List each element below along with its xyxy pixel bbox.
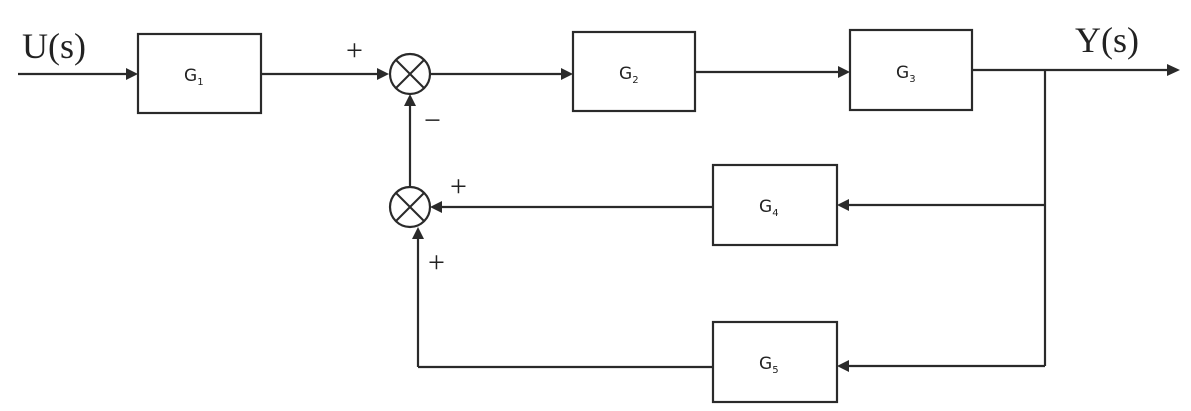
- sum2-plus-sign-right: +: [450, 170, 467, 203]
- block-g3: G3: [848, 28, 974, 112]
- block-g3-label: G3: [896, 63, 916, 85]
- summing-junction-1: [388, 52, 432, 96]
- input-label: U(s): [22, 26, 86, 66]
- summing-junction-2: [388, 185, 432, 229]
- sum1-to-g2-arrow: [561, 68, 573, 80]
- block-g5: G5: [711, 320, 839, 404]
- output-label: Y(s): [1075, 20, 1139, 60]
- sum1-plus-sign: +: [346, 34, 363, 67]
- block-g2-label: G2: [619, 64, 639, 86]
- sum2-to-sum1-arrow: [404, 94, 416, 106]
- sum2-plus-sign-bottom: +: [428, 246, 445, 279]
- g2-to-g3-arrow: [838, 66, 850, 78]
- g5-to-sum2-arrow: [412, 227, 424, 239]
- block-g1-label: G1: [184, 66, 204, 88]
- block-g5-label: G5: [759, 354, 779, 376]
- block-g1: G1: [136, 32, 263, 115]
- block-g4-label: G4: [759, 197, 779, 219]
- output-arrow: [1167, 64, 1180, 76]
- g1-to-sum1-arrow: [377, 68, 389, 80]
- trunk-to-g5-arrow: [837, 360, 849, 372]
- block-g2: G2: [571, 30, 697, 113]
- input-arrow: [126, 68, 138, 80]
- g4-to-sum2-arrow: [430, 201, 442, 213]
- block-g4: G4: [711, 163, 839, 247]
- sum1-minus-sign: −: [424, 104, 441, 137]
- trunk-to-g4-arrow: [837, 199, 849, 211]
